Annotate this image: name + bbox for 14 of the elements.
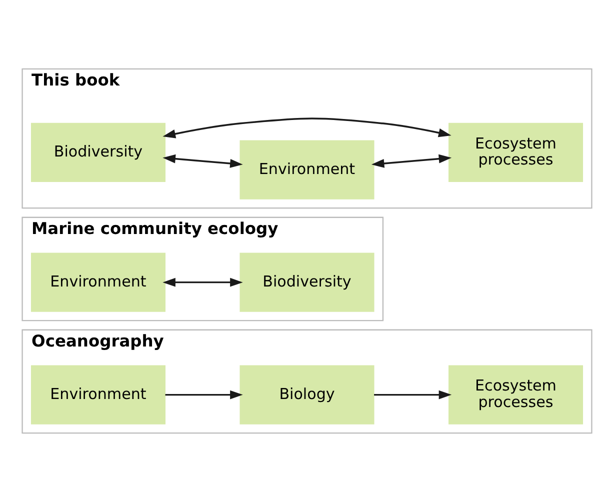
node-box: Biodiversity [240, 252, 374, 312]
node-box: Ecosystem processes [448, 364, 584, 424]
arrow [165, 390, 243, 399]
node-box: Environment [240, 140, 374, 199]
arrow [371, 154, 452, 168]
node-box: Environment [30, 252, 166, 312]
node-box: Ecosystem processes [448, 122, 584, 182]
node-box: Biodiversity [30, 122, 166, 182]
arrow [162, 277, 243, 286]
node-box: Environment [30, 364, 166, 424]
node-box: Biology [240, 364, 374, 424]
arrow [162, 154, 243, 168]
arrow [374, 390, 452, 399]
arrow [162, 117, 452, 138]
